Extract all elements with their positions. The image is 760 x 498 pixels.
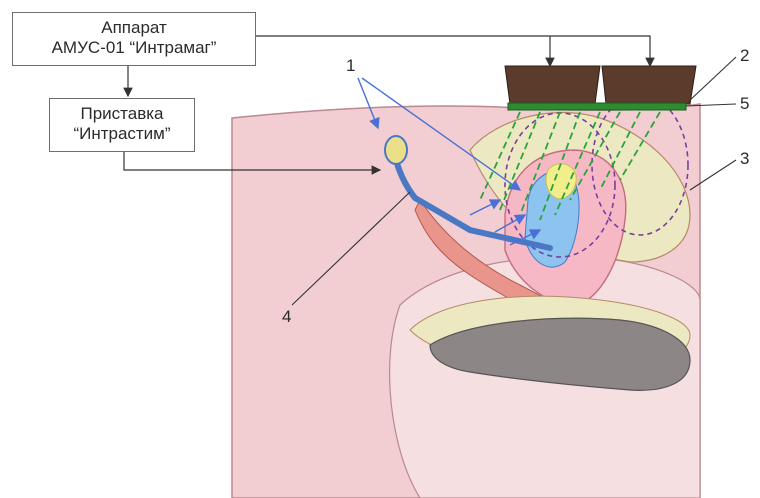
device-box-amus-line1: Аппарат <box>13 18 255 38</box>
electrode-pad <box>508 103 686 110</box>
attachment-box-line2: “Интрастим” <box>50 124 194 144</box>
label-4: 4 <box>282 308 291 326</box>
inductor-block <box>505 66 696 104</box>
device-box-amus: Аппарат АМУС-01 “Интрамаг” <box>12 12 256 66</box>
label-3: 3 <box>740 150 749 168</box>
label-1: 1 <box>346 57 355 75</box>
attachment-box-intrastim: Приставка “Интрастим” <box>49 98 195 152</box>
label-2: 2 <box>740 47 749 65</box>
label-5: 5 <box>740 95 749 113</box>
attachment-box-line1: Приставка <box>50 104 194 124</box>
device-box-amus-line2: АМУС-01 “Интрамаг” <box>13 38 255 58</box>
